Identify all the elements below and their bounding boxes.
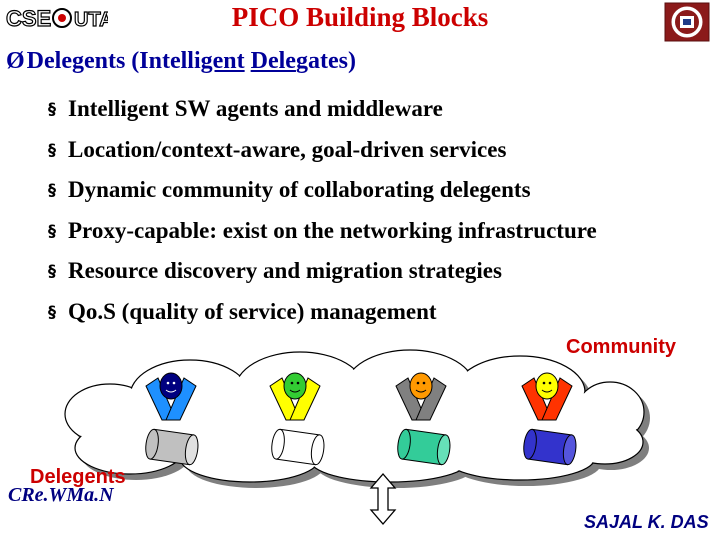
delegent-agent-gray [395,372,447,421]
heading-marker: Ø [6,48,25,74]
delegent-agent-yellow [269,372,321,421]
bullet-text: Location/context-aware, goal-driven serv… [68,136,507,162]
heading-prefix: Delegents (Intelli [26,48,201,74]
bullet-text: Qo.S (quality of service) management [68,298,437,324]
bullet-item: § Dynamic community of collaborating dele… [48,173,597,214]
heading-suffix: gates) [295,48,356,74]
resource-cylinder-blue [523,428,577,466]
community-label: Community [566,336,676,358]
delegents-label: Delegents [30,466,126,488]
resource-cylinder-green [397,428,451,466]
bullet-text: Proxy-capable: exist on the networking i… [68,217,597,243]
svg-text:UTA: UTA [74,9,108,31]
cse-uta-logo: CSE UTA [5,5,108,31]
heading-gent: gent [200,48,245,74]
bullet-item: § Resource discovery and migration strate… [48,254,597,295]
bullet-symbol: § [48,261,56,280]
section-heading: ØDelegents (Intelligent Delegates) [6,48,356,75]
bullet-symbol: § [48,301,56,321]
footer-left-text: CRe.WMa.N [8,484,114,506]
resource-cylinder-white [271,428,325,466]
resource-cylinder-gray [145,428,199,466]
bullet-item: § Intelligent SW agents and middleware [48,92,597,133]
delegent-agent-blue [145,372,197,421]
bullet-text: Resource discovery and migration strateg… [68,258,502,283]
bullet-symbol: § [48,139,56,159]
footer-author: SAJAL K. DAS [584,512,709,532]
bullet-list: § Intelligent SW agents and middleware § L… [48,92,597,335]
bullet-symbol: § [48,220,56,240]
bullet-text: Dynamic community of collaborating deleg… [68,177,531,202]
bullet-item: § Qo.S (quality of service) management [48,295,597,336]
delegent-agent-red [521,372,573,421]
bullet-item: § Location/context-aware, goal-driven ser… [48,133,597,174]
university-seal-icon [664,2,710,42]
bullet-symbol: § [48,99,56,118]
svg-text:CSE: CSE [6,6,51,31]
vertical-double-arrow [369,473,397,525]
page-title: PICO Building Blocks [231,2,489,32]
bullet-text: Intelligent SW agents and middleware [68,96,443,121]
community-diagram [64,349,650,525]
heading-dele: Dele [250,48,296,74]
bullet-symbol: § [48,180,56,199]
bullet-item: § Proxy-capable: exist on the networking … [48,214,597,255]
